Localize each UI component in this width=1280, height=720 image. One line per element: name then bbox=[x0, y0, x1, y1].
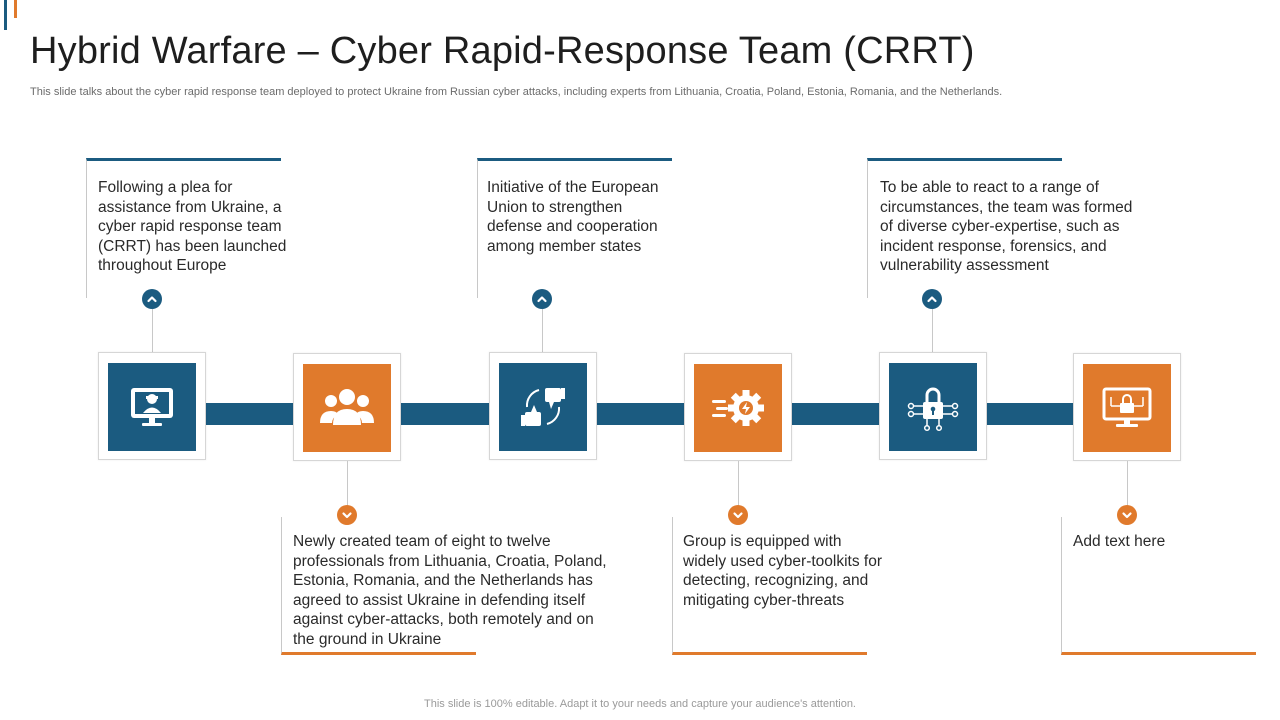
timeline-connector bbox=[401, 403, 490, 425]
timeline-tile-3 bbox=[489, 352, 597, 460]
timeline-connector bbox=[792, 403, 880, 425]
team-group-icon bbox=[303, 364, 391, 452]
bottom-text-box-2: Group is equipped with widely used cyber… bbox=[672, 517, 882, 655]
circuit-lock-icon bbox=[889, 363, 977, 451]
accent-bar-blue bbox=[4, 0, 7, 30]
chevron-down-icon bbox=[1117, 505, 1137, 525]
connector-line bbox=[542, 308, 543, 352]
fast-gear-icon bbox=[694, 364, 782, 452]
connector-line bbox=[347, 461, 348, 506]
bottom-text-box-1: Newly created team of eight to twelve pr… bbox=[281, 517, 607, 655]
chevron-up-icon bbox=[142, 289, 162, 309]
chevron-down-icon bbox=[728, 505, 748, 525]
page-title: Hybrid Warfare – Cyber Rapid-Response Te… bbox=[30, 30, 975, 72]
top-text-box-3: To be able to react to a range of circum… bbox=[867, 158, 1132, 298]
top-text-box-1: Following a plea for assistance from Ukr… bbox=[86, 158, 286, 298]
timeline-connector bbox=[597, 403, 685, 425]
thumbs-up-down-icon bbox=[499, 363, 587, 451]
top-text-box-2: Initiative of the European Union to stre… bbox=[477, 158, 672, 298]
bottom-box-text: Newly created team of eight to twelve pr… bbox=[293, 533, 607, 648]
bottom-box-text: Group is equipped with widely used cyber… bbox=[683, 533, 882, 609]
timeline-connector bbox=[206, 403, 294, 425]
timeline-tile-2 bbox=[293, 353, 401, 461]
connector-line bbox=[932, 308, 933, 352]
timeline-tile-5 bbox=[879, 352, 987, 460]
timeline-connector bbox=[987, 403, 1075, 425]
chevron-up-icon bbox=[922, 289, 942, 309]
top-box-text: Following a plea for assistance from Ukr… bbox=[98, 179, 287, 274]
timeline-tile-6 bbox=[1073, 353, 1181, 461]
connector-line bbox=[152, 308, 153, 352]
chevron-down-icon bbox=[337, 505, 357, 525]
footer-note: This slide is 100% editable. Adapt it to… bbox=[424, 698, 856, 710]
secure-monitor-icon bbox=[1083, 364, 1171, 452]
connector-line bbox=[738, 461, 739, 506]
chevron-up-icon bbox=[532, 289, 552, 309]
bottom-box-text: Add text here bbox=[1073, 533, 1166, 550]
page-subtitle: This slide talks about the cyber rapid r… bbox=[30, 86, 1003, 98]
timeline-tile-4 bbox=[684, 353, 792, 461]
top-box-text: Initiative of the European Union to stre… bbox=[487, 179, 659, 255]
accent-bar-orange bbox=[14, 0, 17, 18]
top-box-text: To be able to react to a range of circum… bbox=[880, 179, 1133, 274]
timeline-tile-1 bbox=[98, 352, 206, 460]
bottom-text-box-3: Add text here bbox=[1061, 517, 1256, 655]
connector-line bbox=[1127, 461, 1128, 506]
hacker-monitor-icon bbox=[108, 363, 196, 451]
